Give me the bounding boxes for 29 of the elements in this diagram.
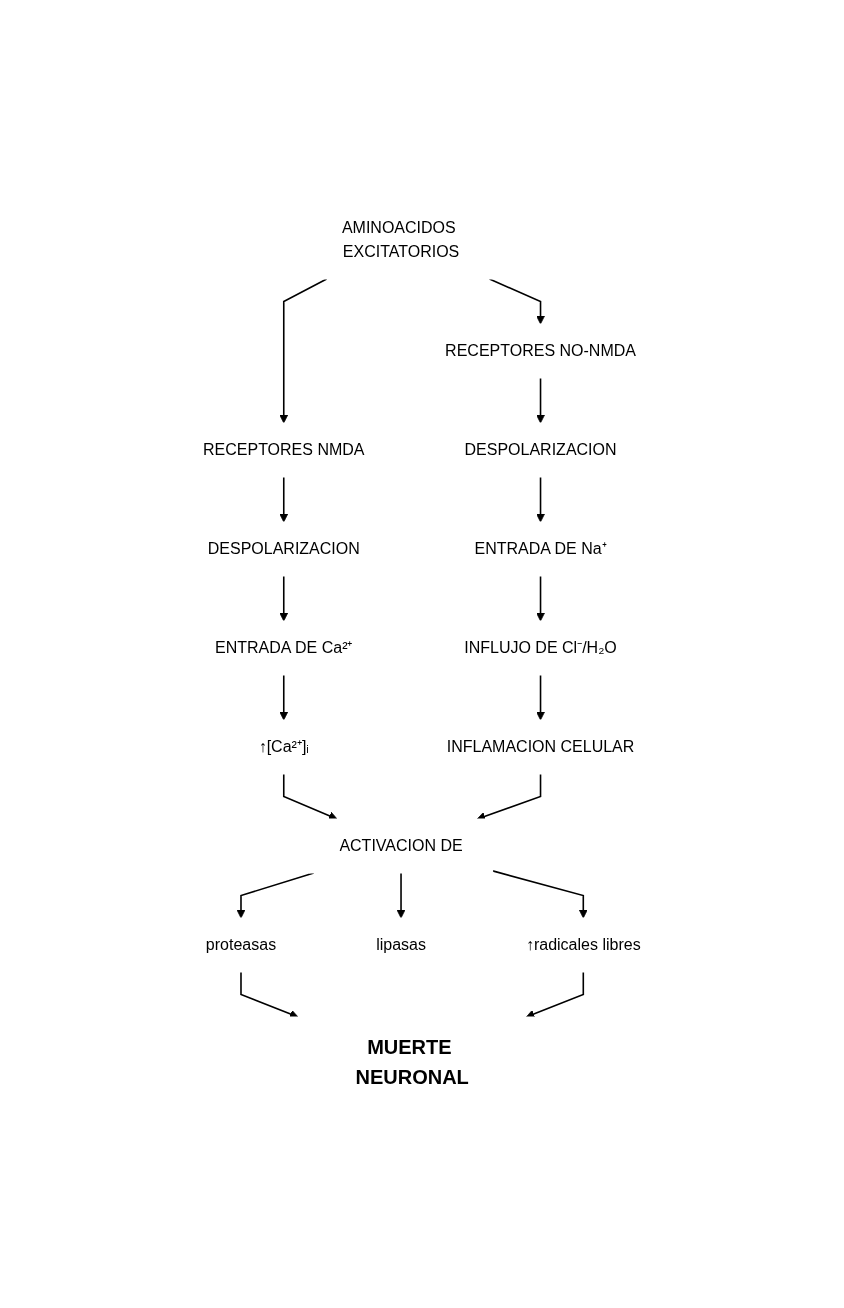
node-text: DESPOLARIZACION <box>207 540 360 557</box>
node-text: AMINOACIDOS EXCITATORIOS <box>342 219 460 260</box>
arrow <box>536 476 546 523</box>
node-text: INFLUJO DE Cl⁻/H₂O <box>464 639 617 656</box>
arrow <box>396 872 406 919</box>
arrow <box>279 674 289 721</box>
node-text: RECEPTORES NMDA <box>203 441 365 458</box>
node-text: INFLAMACION CELULAR <box>446 738 635 755</box>
arrow <box>526 971 585 1019</box>
node-text: ENTRADA DE Na⁺ <box>474 540 607 557</box>
node-text: lipasas <box>376 936 427 953</box>
node-text: RECEPTORES NO-NMDA <box>445 342 637 359</box>
arrow <box>536 575 546 622</box>
node-text: ↑radicales libres <box>526 936 641 953</box>
node-text: DESPOLARIZACION <box>464 441 617 458</box>
node-text: ENTRADA DE Ca²⁺ <box>215 639 353 656</box>
arrow <box>279 278 328 424</box>
node-text: MUERTE NEURONAL <box>355 1036 469 1088</box>
arrow <box>536 674 546 721</box>
node-text: ACTIVACION DE <box>339 837 463 854</box>
node-text: proteasas <box>206 936 277 953</box>
arrow <box>279 575 289 622</box>
arrow <box>240 971 299 1019</box>
arrow <box>492 870 588 919</box>
arrow <box>476 773 542 821</box>
arrow <box>279 476 289 523</box>
arrow <box>283 773 338 820</box>
node-text: ↑[Ca²⁺]ᵢ <box>258 738 310 755</box>
arrow <box>536 377 546 424</box>
